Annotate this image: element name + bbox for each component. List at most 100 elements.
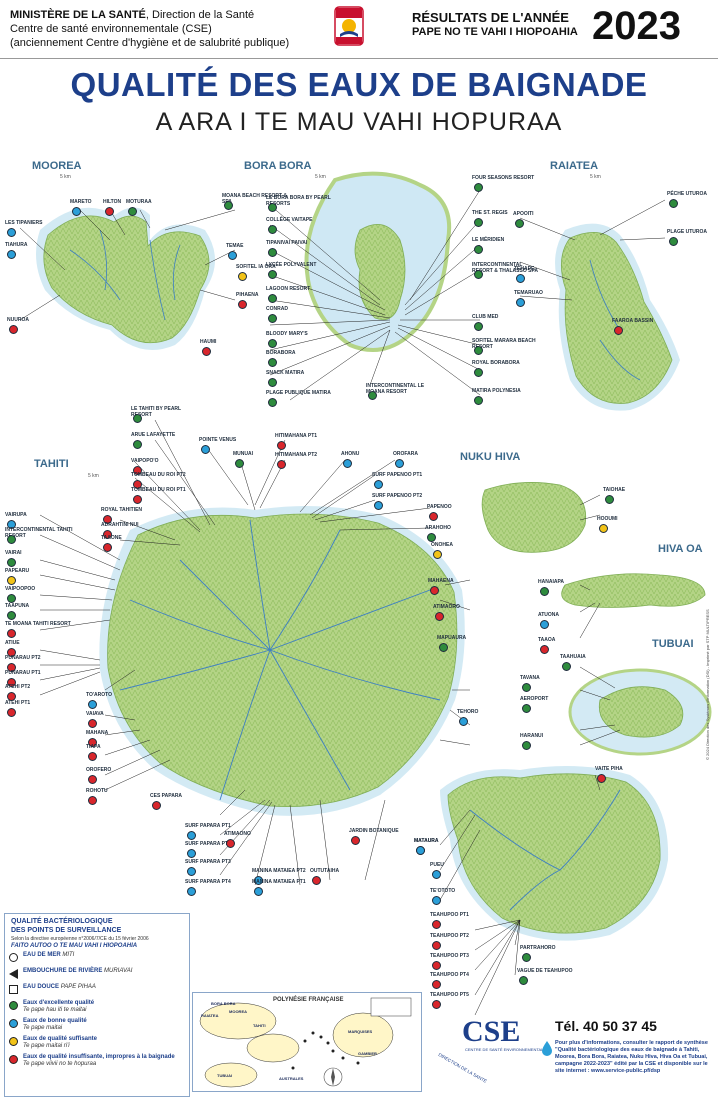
site-quality-marker[interactable] (351, 836, 360, 845)
site-quality-marker[interactable] (238, 300, 247, 309)
site-quality-marker[interactable] (7, 663, 16, 672)
site-quality-marker[interactable] (474, 270, 483, 279)
site-quality-marker[interactable] (201, 445, 210, 454)
site-quality-marker[interactable] (427, 533, 436, 542)
site-quality-marker[interactable] (474, 322, 483, 331)
site-quality-marker[interactable] (7, 576, 16, 585)
site-quality-marker[interactable] (9, 325, 18, 334)
site-quality-marker[interactable] (88, 738, 97, 747)
site-quality-marker[interactable] (187, 867, 196, 876)
site-quality-marker[interactable] (152, 801, 161, 810)
site-quality-marker[interactable] (516, 274, 525, 283)
site-quality-marker[interactable] (187, 887, 196, 896)
site-quality-marker[interactable] (7, 678, 16, 687)
site-quality-marker[interactable] (254, 876, 263, 885)
site-quality-marker[interactable] (429, 512, 438, 521)
site-quality-marker[interactable] (368, 391, 377, 400)
site-quality-marker[interactable] (72, 207, 81, 216)
site-quality-marker[interactable] (187, 831, 196, 840)
site-quality-marker[interactable] (128, 207, 137, 216)
site-quality-marker[interactable] (432, 1000, 441, 1009)
site-quality-marker[interactable] (268, 398, 277, 407)
site-quality-marker[interactable] (133, 414, 142, 423)
site-quality-marker[interactable] (522, 741, 531, 750)
site-quality-marker[interactable] (7, 228, 16, 237)
site-quality-marker[interactable] (277, 460, 286, 469)
site-quality-marker[interactable] (597, 774, 606, 783)
site-quality-marker[interactable] (268, 314, 277, 323)
site-quality-marker[interactable] (614, 326, 623, 335)
site-quality-marker[interactable] (459, 717, 468, 726)
site-quality-marker[interactable] (202, 347, 211, 356)
site-quality-marker[interactable] (474, 183, 483, 192)
site-quality-marker[interactable] (7, 708, 16, 717)
site-quality-marker[interactable] (7, 558, 16, 567)
site-quality-marker[interactable] (268, 203, 277, 212)
site-quality-marker[interactable] (88, 775, 97, 784)
site-quality-marker[interactable] (268, 339, 277, 348)
site-quality-marker[interactable] (7, 535, 16, 544)
site-quality-marker[interactable] (435, 612, 444, 621)
site-quality-marker[interactable] (432, 920, 441, 929)
site-quality-marker[interactable] (133, 495, 142, 504)
site-quality-marker[interactable] (7, 250, 16, 259)
site-quality-marker[interactable] (516, 298, 525, 307)
site-quality-marker[interactable] (312, 876, 321, 885)
site-quality-marker[interactable] (105, 207, 114, 216)
site-quality-marker[interactable] (416, 846, 425, 855)
site-quality-marker[interactable] (7, 520, 16, 529)
site-quality-marker[interactable] (88, 752, 97, 761)
site-quality-marker[interactable] (254, 887, 263, 896)
site-quality-marker[interactable] (88, 796, 97, 805)
site-quality-marker[interactable] (226, 839, 235, 848)
site-quality-marker[interactable] (540, 620, 549, 629)
site-quality-marker[interactable] (7, 692, 16, 701)
site-quality-marker[interactable] (474, 346, 483, 355)
site-quality-marker[interactable] (522, 683, 531, 692)
site-quality-marker[interactable] (605, 495, 614, 504)
site-quality-marker[interactable] (433, 550, 442, 559)
site-quality-marker[interactable] (268, 358, 277, 367)
site-quality-marker[interactable] (432, 941, 441, 950)
site-quality-marker[interactable] (268, 294, 277, 303)
site-quality-marker[interactable] (133, 440, 142, 449)
site-quality-marker[interactable] (133, 466, 142, 475)
site-quality-marker[interactable] (515, 219, 524, 228)
site-quality-marker[interactable] (235, 459, 244, 468)
site-quality-marker[interactable] (474, 245, 483, 254)
site-quality-marker[interactable] (88, 700, 97, 709)
site-quality-marker[interactable] (7, 629, 16, 638)
site-quality-marker[interactable] (88, 719, 97, 728)
site-quality-marker[interactable] (474, 396, 483, 405)
site-quality-marker[interactable] (268, 248, 277, 257)
site-quality-marker[interactable] (277, 441, 286, 450)
site-quality-marker[interactable] (669, 199, 678, 208)
site-quality-marker[interactable] (103, 530, 112, 539)
site-quality-marker[interactable] (268, 270, 277, 279)
site-quality-marker[interactable] (432, 896, 441, 905)
site-quality-marker[interactable] (599, 524, 608, 533)
site-quality-marker[interactable] (540, 587, 549, 596)
site-quality-marker[interactable] (103, 515, 112, 524)
site-quality-marker[interactable] (7, 594, 16, 603)
site-quality-marker[interactable] (474, 218, 483, 227)
site-quality-marker[interactable] (268, 225, 277, 234)
site-quality-marker[interactable] (432, 870, 441, 879)
site-quality-marker[interactable] (374, 480, 383, 489)
site-quality-marker[interactable] (430, 586, 439, 595)
site-quality-marker[interactable] (562, 662, 571, 671)
site-quality-marker[interactable] (103, 543, 112, 552)
site-quality-marker[interactable] (522, 953, 531, 962)
site-quality-marker[interactable] (228, 251, 237, 260)
site-quality-marker[interactable] (238, 272, 247, 281)
site-quality-marker[interactable] (432, 961, 441, 970)
site-quality-marker[interactable] (669, 237, 678, 246)
site-quality-marker[interactable] (540, 645, 549, 654)
site-quality-marker[interactable] (268, 378, 277, 387)
site-quality-marker[interactable] (395, 459, 404, 468)
site-quality-marker[interactable] (374, 501, 383, 510)
site-quality-marker[interactable] (343, 459, 352, 468)
site-quality-marker[interactable] (432, 980, 441, 989)
site-quality-marker[interactable] (522, 704, 531, 713)
site-quality-marker[interactable] (133, 480, 142, 489)
